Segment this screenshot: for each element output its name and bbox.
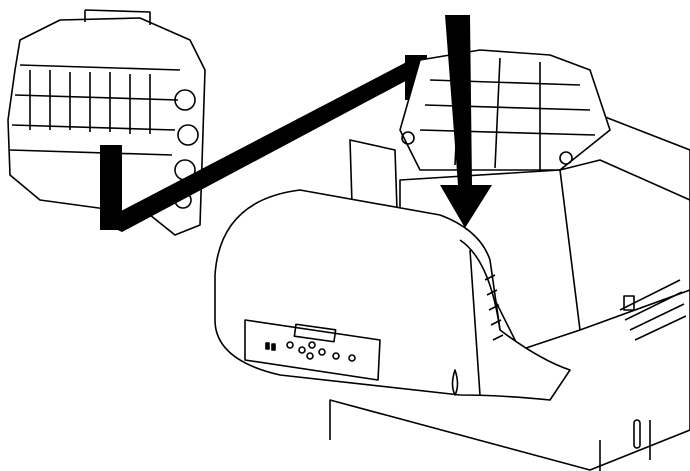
control-panel: [244, 319, 381, 381]
arrow-down-icon: [440, 15, 492, 228]
printer: [214, 49, 690, 471]
